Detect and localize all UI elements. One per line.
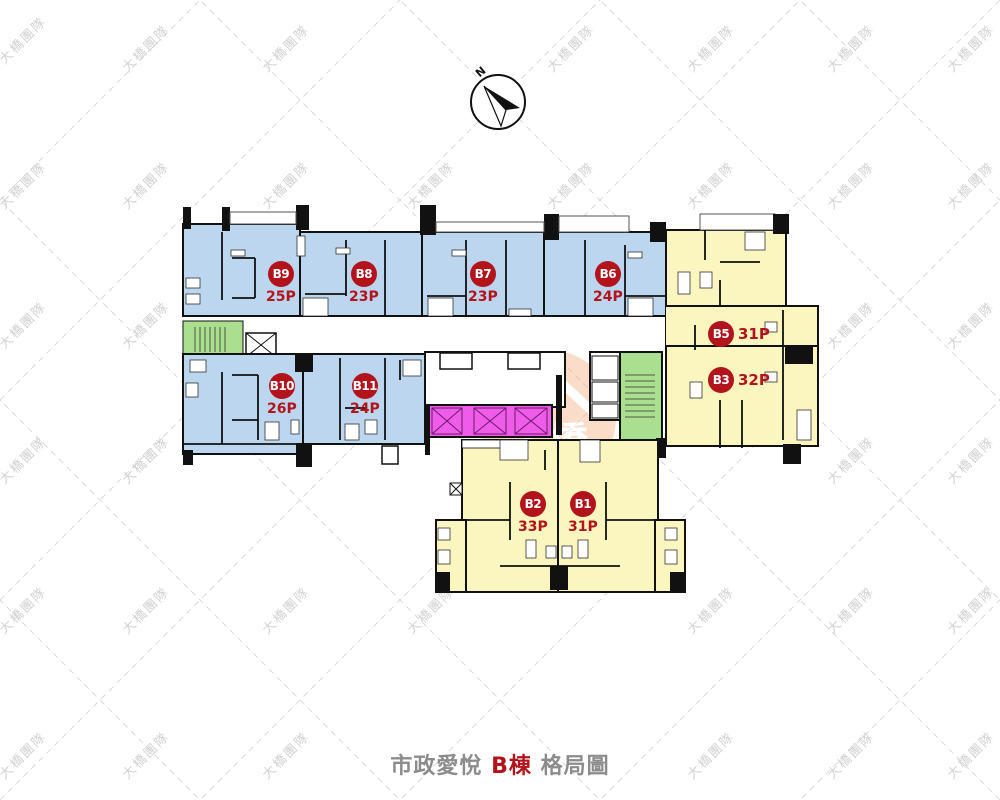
title-suffix: 格局圖 (540, 754, 610, 779)
unit-size: 31P (738, 325, 770, 343)
stair-east (619, 351, 663, 441)
unit-badge: B7 (469, 261, 496, 287)
unit-size: 24P (350, 401, 380, 417)
unit-size: 26P (267, 401, 297, 417)
unit-label-B11[interactable]: B11 24P (350, 373, 380, 417)
unit-badge: B2 (519, 491, 546, 517)
unit-size: 23P (468, 289, 498, 305)
south-wing (435, 439, 686, 593)
unit-badge: B5 (708, 321, 734, 347)
title-prefix: 市政愛悅 (390, 754, 483, 779)
unit-badge: B6 (594, 261, 621, 287)
unit-badge: B3 (708, 367, 734, 393)
unit-size: 25P (266, 289, 296, 305)
unit-size: 24P (593, 289, 623, 305)
east-wing (656, 213, 819, 464)
stair-west (182, 320, 244, 355)
north-wing (182, 205, 673, 352)
north-arrow-icon: N (468, 62, 528, 132)
unit-badge: B9 (267, 261, 294, 287)
unit-badge: B8 (350, 261, 377, 287)
unit-label-B6[interactable]: B6 24P (593, 261, 623, 305)
unit-badge: B10 (268, 373, 295, 399)
title-highlight: B棟 (491, 754, 532, 779)
unit-label-B3[interactable]: B3 32P (708, 367, 770, 393)
unit-label-B1[interactable]: B1 31P (568, 491, 598, 535)
unit-size: 31P (568, 519, 598, 535)
page-title: 市政愛悅 B棟 格局圖 (0, 748, 1000, 780)
unit-size: 32P (738, 371, 770, 389)
unit-label-B7[interactable]: B7 23P (468, 261, 498, 305)
unit-label-B9[interactable]: B9 25P (266, 261, 296, 305)
unit-size: 33P (518, 519, 548, 535)
lower-west-wing (182, 353, 426, 467)
unit-badge: B11 (351, 373, 378, 399)
unit-badge: B1 (569, 491, 596, 517)
unit-label-B10[interactable]: B10 26P (267, 373, 297, 417)
core (424, 351, 663, 455)
unit-label-B5[interactable]: B5 31P (708, 321, 770, 347)
unit-size: 23P (349, 289, 379, 305)
unit-label-B2[interactable]: B2 33P (518, 491, 548, 535)
unit-label-B8[interactable]: B8 23P (349, 261, 379, 305)
